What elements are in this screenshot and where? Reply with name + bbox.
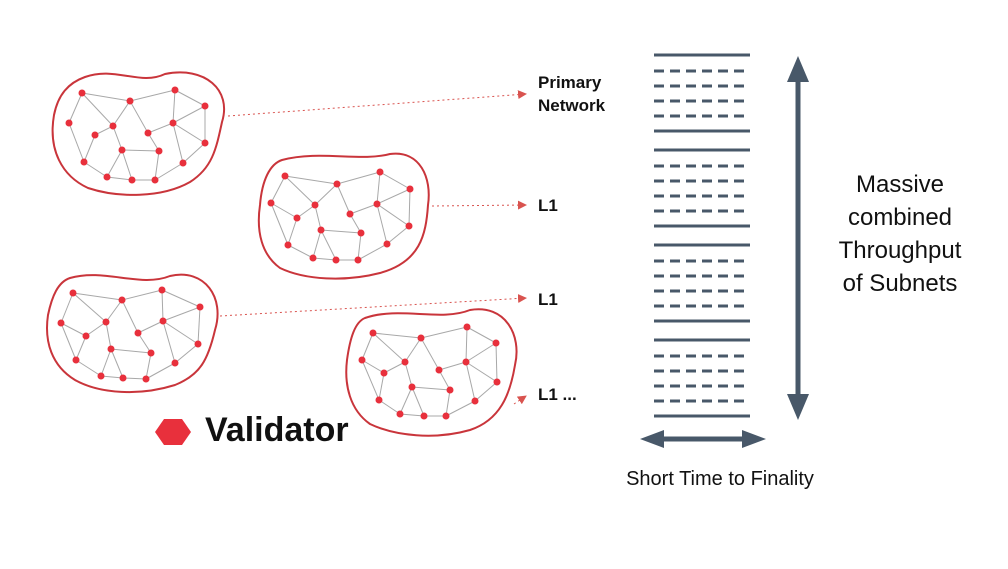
throughput-line-1: Massive xyxy=(855,171,945,198)
throughput-arrow xyxy=(787,56,809,420)
throughput-line-2: combined xyxy=(847,204,953,231)
network-outline xyxy=(257,152,430,280)
network-cluster-l1-a xyxy=(257,152,430,280)
label-primary-line1: Primary xyxy=(538,73,602,92)
connector-l1-a xyxy=(431,200,527,210)
network-cluster-l1-b xyxy=(46,273,219,394)
network-cluster-l1-c xyxy=(345,308,518,437)
finality-caption: Short Time to Finality xyxy=(626,468,814,490)
throughput-line-3: Throughput xyxy=(838,237,962,264)
label-primary-line2: Network xyxy=(538,96,606,115)
throughput-caption: Massive combined Throughput of Subnets xyxy=(812,168,988,300)
connector-primary xyxy=(227,90,527,117)
network-outline xyxy=(46,273,219,394)
throughput-line-4: of Subnets xyxy=(842,270,958,297)
network-cluster-primary xyxy=(51,71,225,196)
label-l1-a: L1 xyxy=(538,196,558,215)
label-l1-c: L1 ... xyxy=(538,385,577,404)
finality-arrow xyxy=(640,430,766,448)
legend-validator-label: Validator xyxy=(205,411,349,449)
label-l1-b: L1 xyxy=(538,290,558,309)
connectors xyxy=(219,90,527,405)
connector-l1-b xyxy=(219,293,527,317)
block-stack xyxy=(654,53,750,418)
label-primary-network: Primary Network xyxy=(538,71,605,117)
connector-l1-c xyxy=(513,395,527,405)
hexagon-icon xyxy=(155,419,191,445)
network-outline xyxy=(51,71,225,196)
network-outline xyxy=(345,308,518,437)
